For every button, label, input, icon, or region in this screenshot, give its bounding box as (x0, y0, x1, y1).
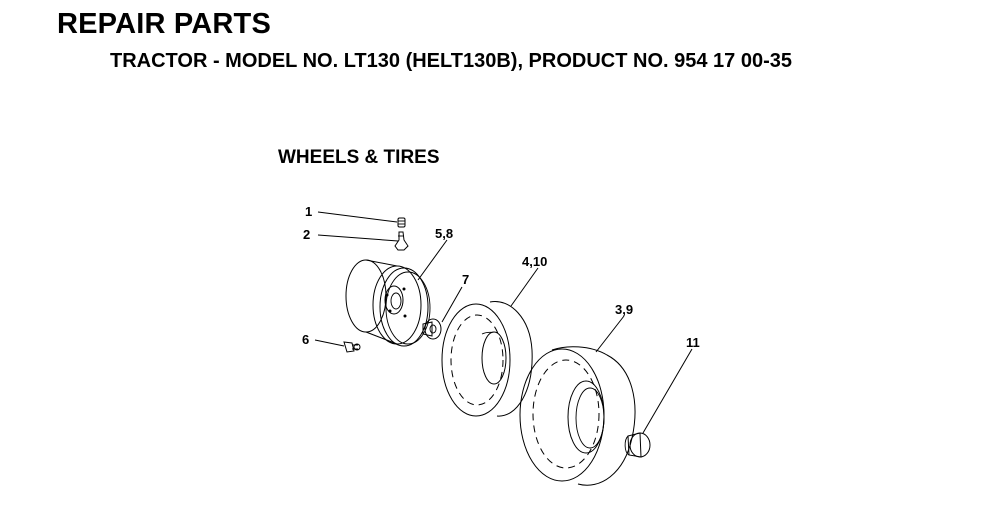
callout-6: 6 (302, 332, 309, 347)
callout-5-8: 5,8 (435, 226, 453, 241)
rear-tire-part (519, 346, 636, 486)
valve-cap-part (397, 217, 406, 228)
leader-lines (314, 211, 693, 434)
section-title: WHEELS & TIRES (278, 147, 440, 168)
callout-2: 2 (303, 227, 310, 242)
valve-stem-part (394, 231, 409, 251)
callout-1: 1 (305, 204, 312, 219)
page-subtitle: TRACTOR - MODEL NO. LT130 (HELT130B), PR… (110, 50, 792, 72)
bolt-part (343, 341, 361, 353)
front-tire-part (441, 301, 533, 417)
callout-3-9: 3,9 (615, 302, 633, 317)
bushing-part (422, 318, 442, 340)
callout-11: 11 (686, 335, 700, 350)
callout-7: 7 (462, 272, 469, 287)
callout-4-10: 4,10 (522, 254, 547, 269)
hub-cap-part (624, 432, 651, 458)
page-title: REPAIR PARTS (57, 8, 272, 40)
rim-part (345, 259, 431, 347)
